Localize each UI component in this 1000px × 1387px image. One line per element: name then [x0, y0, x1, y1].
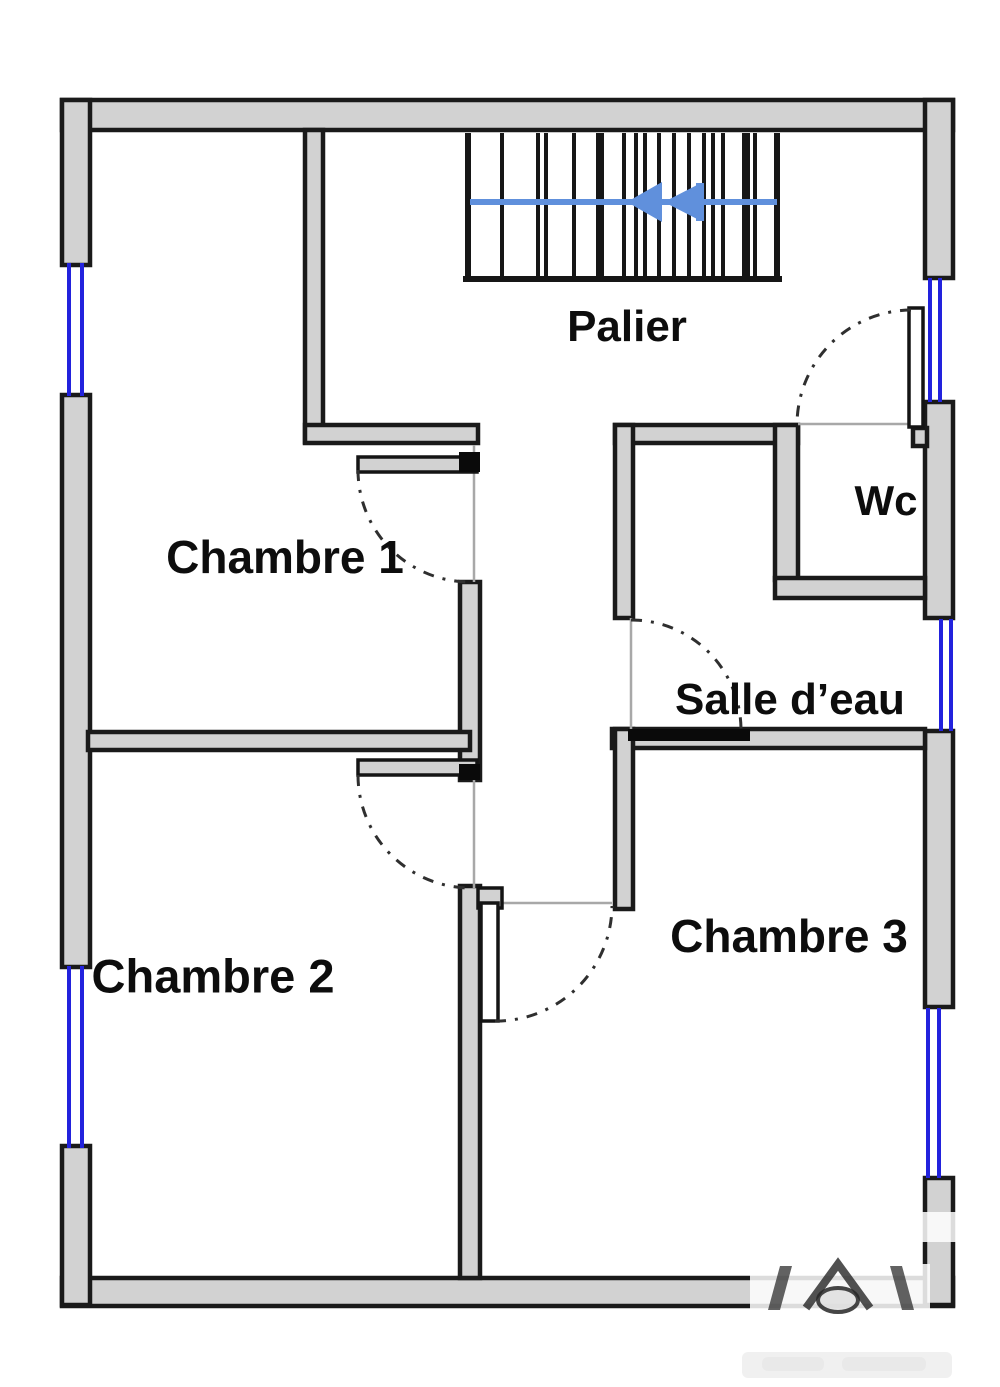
room-label-chambre-1: Chambre 1 [166, 531, 404, 583]
wall [612, 422, 636, 621]
watermark-smudge [842, 1357, 926, 1371]
stair-edge-right [774, 133, 780, 280]
wall [922, 97, 956, 281]
wall [772, 575, 928, 601]
door-swing-arc [494, 905, 614, 1023]
watermark-slash [768, 1266, 792, 1310]
door-swing-arc [795, 308, 912, 426]
window [928, 278, 932, 402]
wall [612, 726, 636, 912]
wall [612, 422, 801, 446]
door-swing-arc [356, 774, 471, 890]
door-leaf [907, 306, 925, 429]
wall [59, 1143, 93, 1308]
wall [85, 729, 473, 753]
stair-edge-bottom [463, 276, 782, 282]
window [937, 1008, 941, 1178]
stair-arrow-tail [696, 183, 704, 221]
window [67, 263, 71, 396]
window [926, 1008, 930, 1178]
wall [59, 97, 93, 268]
door-leaf [628, 729, 750, 741]
door-swing-arc [630, 618, 743, 731]
watermark-band [916, 1212, 958, 1242]
wall [59, 97, 956, 133]
door-leaf [479, 901, 500, 1023]
room-label-chambre-3: Chambre 3 [670, 910, 908, 962]
wall [59, 392, 93, 970]
window [67, 966, 71, 1148]
watermark-a-shape [802, 1257, 874, 1311]
window [949, 619, 953, 731]
wall [772, 422, 801, 583]
room-label-wc: Wc [854, 477, 918, 524]
window [80, 263, 84, 396]
watermark-ellipse [816, 1286, 860, 1314]
room-label-chambre-2: Chambre 2 [91, 949, 335, 1003]
window [938, 278, 942, 402]
wall [457, 883, 483, 1281]
door-hinge [459, 764, 480, 780]
window [939, 619, 943, 731]
stair-arrowhead-icon [627, 182, 662, 222]
wall [910, 425, 930, 449]
watermark-slash [890, 1266, 914, 1310]
wall [922, 728, 956, 1010]
room-label-salle-deau: Salle d’eau [675, 675, 905, 724]
room-label-palier: Palier [567, 302, 687, 351]
door-hinge [459, 452, 480, 472]
stair-direction-line [470, 199, 777, 205]
watermark-smudge [762, 1357, 824, 1371]
wall [302, 422, 481, 446]
window [80, 966, 84, 1148]
wall [302, 127, 326, 445]
stair-arrowhead-icon [664, 184, 699, 220]
stair-edge-left [465, 133, 471, 280]
